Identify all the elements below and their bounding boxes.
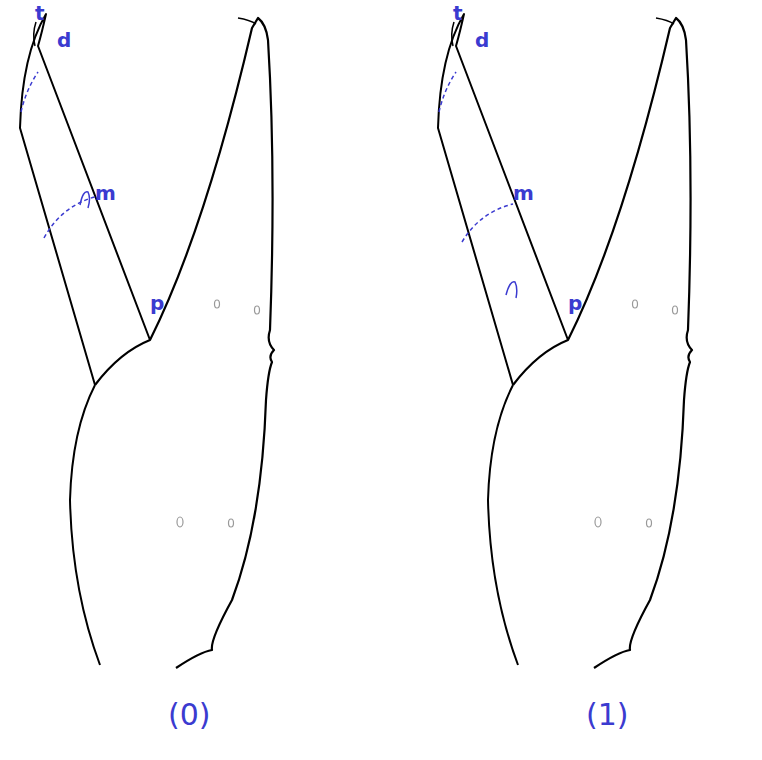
- point-label: m: [513, 183, 534, 203]
- point-label: d: [57, 30, 71, 50]
- point-label: p: [568, 293, 582, 313]
- point-label: t: [35, 3, 45, 23]
- point-label: t: [453, 3, 463, 23]
- state-number: (0): [168, 700, 211, 730]
- point-label: m: [95, 183, 116, 203]
- state-number: (1): [586, 700, 629, 730]
- point-label: p: [150, 293, 164, 313]
- point-label: d: [475, 30, 489, 50]
